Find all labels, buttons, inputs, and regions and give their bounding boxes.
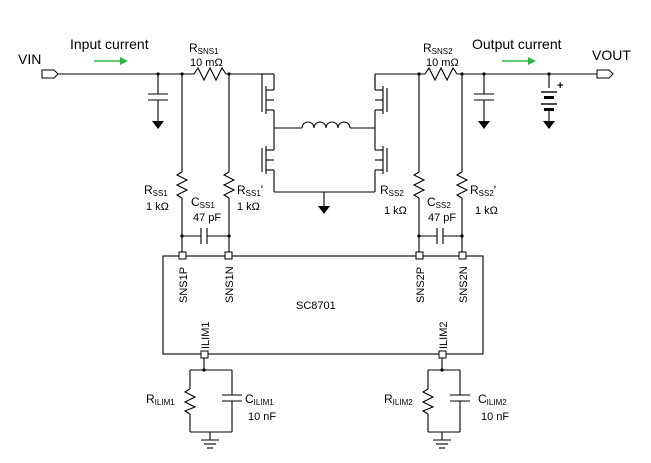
h-bridge bbox=[261, 73, 388, 214]
vout-terminal bbox=[596, 69, 614, 79]
pin-sns2p bbox=[415, 251, 424, 260]
rss1-label: RSS1 bbox=[144, 183, 168, 198]
ground-icon bbox=[318, 206, 330, 214]
mosfet-left-high bbox=[261, 73, 275, 128]
ground-icon bbox=[543, 121, 555, 129]
vin-label: VIN bbox=[18, 51, 41, 67]
rsns1-value: 10 mΩ bbox=[190, 57, 223, 69]
pin-label-sns1p: SNS1P bbox=[178, 267, 190, 303]
ilim2-network bbox=[421, 358, 470, 449]
cilim2-label: CILIM2 bbox=[478, 392, 507, 407]
rilim2-resistor bbox=[421, 388, 435, 415]
rss1-prime-label: RSS1' bbox=[237, 183, 263, 198]
battery bbox=[541, 74, 557, 129]
rilim2-label: RILIM2 bbox=[384, 392, 413, 407]
rsns1-label: RSNS1 bbox=[189, 41, 219, 56]
inductor bbox=[301, 121, 351, 129]
rsns2-resistor bbox=[424, 66, 458, 82]
ic-name: SC8701 bbox=[296, 300, 336, 312]
pin-label-sns1n: SNS1N bbox=[224, 266, 236, 303]
rss1-value: 1 kΩ bbox=[146, 201, 169, 213]
rilim1-label: RILIM1 bbox=[146, 392, 175, 407]
output-capacitor bbox=[474, 74, 494, 129]
rss2-resistor bbox=[412, 171, 426, 199]
rsns2-label: RSNS2 bbox=[423, 41, 453, 56]
ground-icon bbox=[201, 439, 219, 449]
pin-sns2n bbox=[458, 251, 467, 260]
css1-value: 47 pF bbox=[193, 212, 221, 224]
pin-label-ilim2: ILIM2 bbox=[438, 321, 450, 349]
rss2-prime-label: RSS2' bbox=[470, 183, 496, 198]
css2-value: 47 pF bbox=[428, 212, 456, 224]
mosfet-right-low bbox=[374, 128, 388, 192]
rss2-label: RSS2 bbox=[380, 183, 404, 198]
input-capacitor bbox=[148, 74, 168, 129]
ground-icon bbox=[478, 121, 490, 129]
pin-ilim1 bbox=[200, 350, 209, 359]
battery-plus-label: + bbox=[557, 80, 563, 92]
power-rail bbox=[41, 66, 614, 88]
vin-terminal bbox=[41, 69, 59, 79]
sense-network-1 bbox=[175, 74, 236, 252]
rsns2-value: 10 mΩ bbox=[426, 57, 459, 69]
output-current-label: Output current bbox=[472, 36, 562, 52]
pin-label-ilim1: ILIM1 bbox=[200, 321, 212, 349]
cilim2-value: 10 nF bbox=[481, 411, 509, 423]
rss2-prime-resistor bbox=[455, 171, 469, 199]
rss2-prime-value: 1 kΩ bbox=[475, 205, 498, 217]
sense-network-2 bbox=[412, 74, 469, 252]
cilim1-value: 10 nF bbox=[248, 411, 276, 423]
rss1-prime-value: 1 kΩ bbox=[237, 201, 260, 213]
ilim1-network bbox=[183, 358, 242, 449]
input-current-label: Input current bbox=[70, 36, 149, 52]
input-current-arrow bbox=[94, 57, 128, 65]
css2-label: CSS2 bbox=[427, 195, 451, 210]
ground-icon bbox=[152, 121, 164, 129]
vout-label: VOUT bbox=[592, 47, 631, 63]
ic-sc8701 bbox=[162, 251, 484, 359]
css1-label: CSS1 bbox=[191, 195, 215, 210]
pin-ilim2 bbox=[438, 350, 447, 359]
mosfet-right-high bbox=[374, 74, 388, 128]
rsns1-resistor bbox=[193, 66, 227, 82]
pin-sns1p bbox=[178, 251, 187, 260]
rilim1-resistor bbox=[183, 388, 197, 415]
output-current-arrow bbox=[502, 57, 536, 65]
mosfet-left-low bbox=[261, 128, 275, 192]
pin-label-sns2n: SNS2N bbox=[458, 266, 470, 303]
rss1-prime-resistor bbox=[222, 171, 236, 199]
rss1-resistor bbox=[175, 171, 189, 199]
cilim1-label: CILIM1 bbox=[245, 392, 274, 407]
pin-sns1n bbox=[224, 251, 233, 260]
ground-icon bbox=[433, 439, 451, 449]
rss2-value: 1 kΩ bbox=[384, 205, 407, 217]
pin-label-sns2p: SNS2P bbox=[415, 267, 427, 303]
